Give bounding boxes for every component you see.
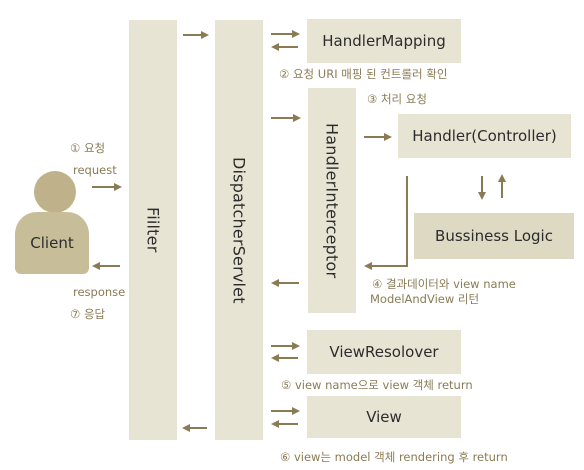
view-box: View [307,396,461,438]
step4-note-line2: ModelAndView 리턴 [370,292,480,306]
handler-interceptor-label: HandlerInterceptor [322,122,342,279]
step3-note: ③ 처리 요청 [367,92,427,106]
request-note: request [73,163,117,177]
filter-box: Fiilter [129,20,177,440]
client-head-icon [34,171,76,213]
dispatcher-servlet-box: DispatcherServlet [215,20,263,440]
dispatcher-servlet-label: DispatcherServlet [229,156,249,304]
response-note: response [73,285,126,299]
client-label: Client [30,234,74,252]
view-resolver-label: ViewResolover [329,343,439,361]
filter-label: Fiilter [143,207,163,253]
step7-note: ⑦ 응답 [70,307,106,321]
handler-interceptor-box: HandlerInterceptor [308,88,356,313]
view-resolver-box: ViewResolover [307,330,461,374]
handler-controller-label: Handler(Controller) [412,127,557,145]
handler-return-arrow [364,176,408,270]
business-logic-box: Bussiness Logic [414,213,574,259]
step2-note: ② 요청 URI 매핑 된 컨트롤러 확인 [279,67,448,81]
step1-note: ① 요청 [70,141,106,155]
handler-mapping-label: HandlerMapping [322,32,446,50]
step5-note: ⑤ view name으로 view 객체 return [281,378,473,392]
handler-mapping-box: HandlerMapping [307,19,461,63]
step6-note: ⑥ view는 model 객체 rendering 후 return [280,450,508,464]
client-actor: Client [15,212,89,274]
view-label: View [366,408,402,426]
business-logic-label: Bussiness Logic [435,227,553,245]
step4-note-line1: ④ 결과데이터와 view name [372,277,516,291]
handler-controller-box: Handler(Controller) [398,114,571,158]
